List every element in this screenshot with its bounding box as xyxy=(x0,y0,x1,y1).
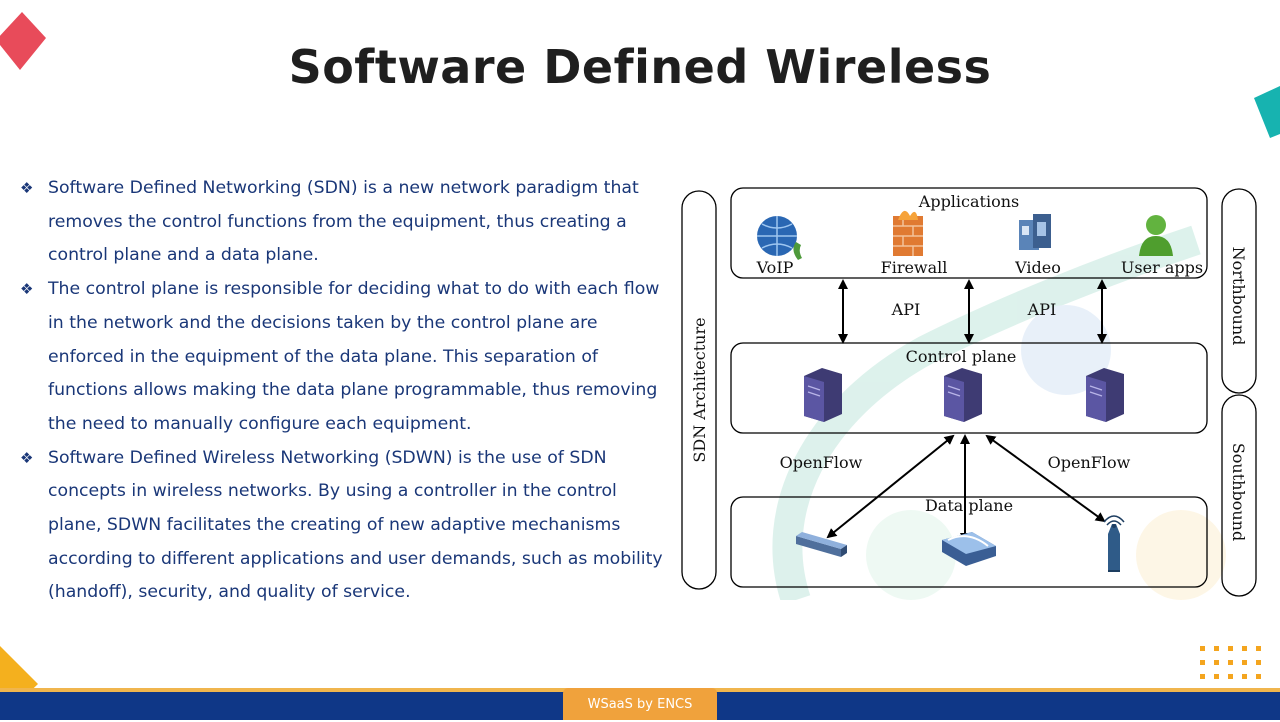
bullet-text: The control plane is responsible for dec… xyxy=(48,279,660,434)
bullet-item: ❖ Software Defined Networking (SDN) is a … xyxy=(20,172,670,273)
dot xyxy=(1228,646,1233,651)
switch-icon xyxy=(796,532,847,557)
dot xyxy=(1242,674,1247,679)
control-plane-box xyxy=(730,342,1208,434)
voip-label: VoIP xyxy=(756,258,794,277)
applications-title: Applications xyxy=(918,192,1019,211)
bullet-item: ❖ Software Defined Wireless Networking (S… xyxy=(20,442,670,611)
dot xyxy=(1214,660,1219,665)
api-label-1: API xyxy=(891,300,921,319)
dot xyxy=(1242,646,1247,651)
dot xyxy=(1200,646,1205,651)
api-label-2: API xyxy=(1027,300,1057,319)
teal-shape xyxy=(1254,86,1280,138)
dot xyxy=(1228,674,1233,679)
bullet-text: Software Defined Wireless Networking (SD… xyxy=(48,447,663,603)
bullet-item: ❖ The control plane is responsible for de… xyxy=(20,273,670,442)
bullet-diamond-icon: ❖ xyxy=(20,280,34,299)
footer-badge: WSaaS by ENCS xyxy=(563,688,717,720)
openflow-label-1: OpenFlow xyxy=(780,453,863,472)
northbound-rail xyxy=(1221,188,1257,394)
openflow-arrow-left xyxy=(826,434,955,539)
server-icon xyxy=(804,368,842,422)
openflow-label-2: OpenFlow xyxy=(1048,453,1131,472)
applications-box xyxy=(730,187,1208,279)
dot xyxy=(1214,674,1219,679)
firewall-icon xyxy=(893,210,923,256)
firewall-label: Firewall xyxy=(881,258,948,277)
sdn-architecture-label: SDN Architecture xyxy=(690,317,709,462)
dot xyxy=(1256,646,1261,651)
video-icon xyxy=(1019,214,1051,250)
bullet-list: ❖ Software Defined Networking (SDN) is a … xyxy=(20,172,670,610)
dot xyxy=(1214,646,1219,651)
user-apps-icon xyxy=(1139,215,1173,256)
southbound-rail xyxy=(1221,394,1257,597)
dot xyxy=(1256,660,1261,665)
dot xyxy=(1200,660,1205,665)
voip-icon xyxy=(757,216,802,260)
data-plane-box xyxy=(730,496,1208,588)
sdn-diagram: SDN Architecture Northbound Southbound A… xyxy=(681,187,1257,600)
northbound-label: Northbound xyxy=(1229,247,1248,346)
dot xyxy=(1200,674,1205,679)
page-title: Software Defined Wireless xyxy=(288,40,992,94)
bullet-diamond-icon: ❖ xyxy=(20,179,34,197)
bullet-diamond-icon: ❖ xyxy=(20,448,34,467)
server-icon xyxy=(1086,368,1124,422)
data-plane-title: Data plane xyxy=(925,496,1013,515)
control-plane-title: Control plane xyxy=(906,347,1017,366)
dot xyxy=(1256,674,1261,679)
router-icon xyxy=(942,532,996,566)
red-diamond-shape xyxy=(0,12,46,70)
user-apps-label: User apps xyxy=(1121,258,1203,277)
openflow-arrow-right xyxy=(985,434,1106,523)
dot xyxy=(1242,660,1247,665)
access-point-icon xyxy=(1103,515,1125,572)
background-swirl xyxy=(772,225,1226,600)
bullet-text: Software Defined Networking (SDN) is a n… xyxy=(48,178,639,266)
server-icon xyxy=(944,368,982,422)
video-label: Video xyxy=(1014,258,1061,277)
southbound-label: Southbound xyxy=(1229,443,1248,541)
dot xyxy=(1228,660,1233,665)
sdn-architecture-rail xyxy=(681,190,717,590)
